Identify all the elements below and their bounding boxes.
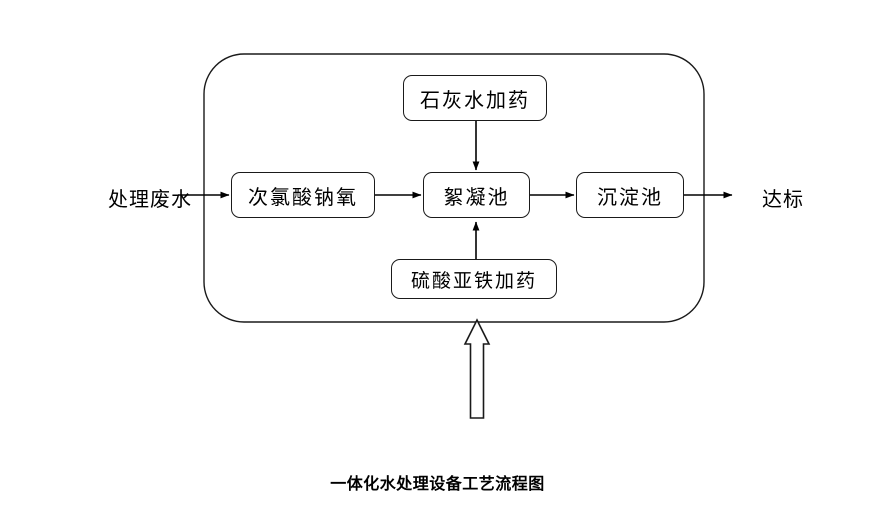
node-ferrous-sulfate-dosing[interactable]: 硫酸亚铁加药 (391, 259, 557, 299)
edge-label-text: 处理废水 (108, 189, 192, 211)
node-label: 石灰水加药 (420, 89, 530, 112)
equipment-feed-block-arrow (463, 318, 491, 419)
node-label: 沉淀池 (597, 186, 663, 209)
label-influent: 处理废水 (108, 183, 192, 212)
node-lime-dosing[interactable]: 石灰水加药 (403, 75, 547, 121)
node-label: 次氯酸钠氧 (248, 186, 358, 209)
node-label: 絮凝池 (443, 186, 510, 209)
node-sedimentation-tank[interactable]: 沉淀池 (576, 172, 684, 218)
node-naclo-oxidation[interactable]: 次氯酸钠氧 (231, 172, 375, 218)
label-compliant-effluent: 达标 (762, 183, 804, 212)
diagram-caption: 一体化水处理设备工艺流程图 (330, 476, 545, 493)
edge-label-text: 达标 (762, 189, 804, 211)
node-flocculation-tank[interactable]: 絮凝池 (423, 172, 530, 218)
node-label: 硫酸亚铁加药 (410, 270, 537, 292)
integrated-equipment-boundary (203, 53, 705, 323)
